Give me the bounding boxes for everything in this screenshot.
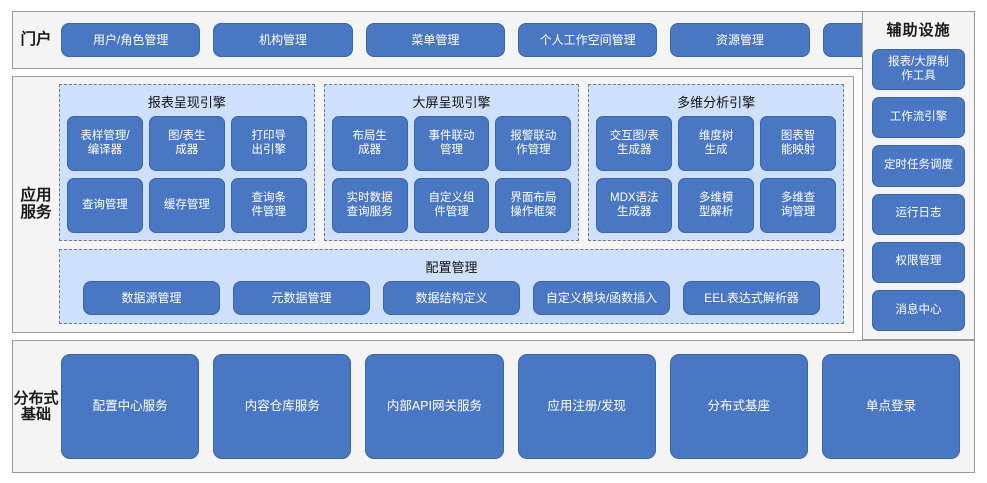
infra-item-config-center-service[interactable]: 配置中心服务 (61, 354, 200, 459)
config-management-items: 数据源管理 元数据管理 数据结构定义 自定义模块/函数插入 EEL表达式解析器 (69, 281, 834, 315)
config-item-data-structure-definition[interactable]: 数据结构定义 (383, 281, 520, 315)
multidim-item-interactive-chart-table-generator[interactable]: 交互图/表 生成器 (596, 116, 673, 171)
large-screen-item-event-linkage-management[interactable]: 事件联动 管理 (413, 116, 490, 171)
aux-item-permission-management[interactable]: 权限管理 (872, 241, 965, 283)
portal-item-org-management[interactable]: 机构管理 (213, 23, 353, 57)
config-management-title: 配置管理 (425, 260, 478, 275)
engine-group-large-screen-title: 大屏呈现引擎 (412, 95, 491, 110)
report-item-chart-table-generator[interactable]: 图/表生 成器 (148, 116, 225, 171)
infra-item-app-registration-discovery[interactable]: 应用注册/发现 (517, 354, 656, 459)
aux-item-report-dashboard-authoring-tool[interactable]: 报表/大屏制 作工具 (872, 49, 965, 91)
aux-item-message-center[interactable]: 消息中心 (872, 289, 965, 332)
infrastructure-button-list: 配置中心服务 内容仓库服务 内部API网关服务 应用注册/发现 分布式基座 单点… (59, 341, 974, 472)
report-item-query-condition-management[interactable]: 查询条 件管理 (230, 178, 307, 233)
multidim-item-chart-smart-mapping[interactable]: 图表智 能映射 (760, 116, 837, 171)
config-item-metadata-management[interactable]: 元数据管理 (233, 281, 370, 315)
application-service-panel: 应用服务 报表呈现引擎 表样管理/ 编译器 图/表生 成器 打印导 出引擎 查询… (12, 76, 854, 333)
engine-group-large-screen: 大屏呈现引擎 布局生 成器 事件联动 管理 报警联动 作管理 实时数据 查询服务… (323, 84, 580, 241)
report-item-print-export-engine[interactable]: 打印导 出引擎 (230, 116, 307, 171)
application-service-body: 报表呈现引擎 表样管理/ 编译器 图/表生 成器 打印导 出引擎 查询管理 缓存… (59, 77, 853, 332)
auxiliary-facilities-title: 辅助设施 (886, 22, 951, 39)
auxiliary-facilities-panel: 辅助设施 报表/大屏制 作工具 工作流引擎 定时任务调度 运行日志 权限管理 消… (862, 11, 975, 340)
engine-group-report-items: 表样管理/ 编译器 图/表生 成器 打印导 出引擎 查询管理 缓存管理 查询条 … (67, 116, 307, 233)
report-item-query-management[interactable]: 查询管理 (67, 178, 143, 233)
infra-item-internal-api-gateway-service[interactable]: 内部API网关服务 (365, 354, 504, 459)
aux-item-runtime-log[interactable]: 运行日志 (872, 193, 965, 235)
infra-item-distributed-base[interactable]: 分布式基座 (669, 354, 808, 459)
large-screen-item-custom-component-management[interactable]: 自定义组 件管理 (413, 178, 490, 233)
engine-group-report: 报表呈现引擎 表样管理/ 编译器 图/表生 成器 打印导 出引擎 查询管理 缓存… (59, 84, 315, 241)
portal-item-personal-workspace-management[interactable]: 个人工作空间管理 (517, 23, 658, 57)
config-item-eel-expression-parser[interactable]: EEL表达式解析器 (683, 281, 820, 315)
infrastructure-panel: 分布式基础 配置中心服务 内容仓库服务 内部API网关服务 应用注册/发现 分布… (12, 340, 975, 473)
engine-group-report-title: 报表呈现引擎 (147, 95, 226, 110)
application-service-section-label: 应用服务 (20, 187, 52, 221)
portal-button-list: 用户/角色管理 机构管理 菜单管理 个人工作空间管理 资源管理 自助分析 (59, 12, 974, 68)
multidim-item-mdx-syntax-generator[interactable]: MDX语法 生成器 (596, 178, 673, 233)
engine-group-multidimensional: 多维分析引擎 交互图/表 生成器 维度树 生成 图表智 能映射 MDX语法 生成… (588, 84, 845, 241)
multidim-item-multidim-query-management[interactable]: 多维查 询管理 (760, 178, 837, 233)
infra-item-single-sign-on[interactable]: 单点登录 (821, 354, 961, 459)
portal-item-resource-management[interactable]: 资源管理 (670, 23, 810, 57)
config-item-custom-module-function-insert[interactable]: 自定义模块/函数插入 (533, 281, 670, 315)
portal-item-menu-management[interactable]: 菜单管理 (365, 23, 505, 57)
config-item-datasource-management[interactable]: 数据源管理 (83, 281, 220, 315)
portal-panel: 门户 用户/角色管理 机构管理 菜单管理 个人工作空间管理 资源管理 自助分析 (12, 11, 975, 69)
report-item-template-management-compiler[interactable]: 表样管理/ 编译器 (67, 116, 143, 171)
infrastructure-section-label: 分布式基础 (13, 389, 59, 423)
aux-item-workflow-engine[interactable]: 工作流引擎 (872, 97, 965, 139)
engine-group-multidimensional-title: 多维分析引擎 (677, 95, 756, 110)
config-management-group: 配置管理 数据源管理 元数据管理 数据结构定义 自定义模块/函数插入 EEL表达… (59, 249, 844, 324)
large-screen-item-realtime-data-query-service[interactable]: 实时数据 查询服务 (331, 178, 408, 233)
infra-item-content-repository-service[interactable]: 内容仓库服务 (213, 354, 352, 459)
engine-groups-row: 报表呈现引擎 表样管理/ 编译器 图/表生 成器 打印导 出引擎 查询管理 缓存… (59, 84, 845, 241)
report-item-cache-management[interactable]: 缓存管理 (148, 178, 225, 233)
engine-group-large-screen-items: 布局生 成器 事件联动 管理 报警联动 作管理 实时数据 查询服务 自定义组 件… (331, 116, 572, 233)
large-screen-item-layout-generator[interactable]: 布局生 成器 (331, 116, 408, 171)
multidim-item-multidim-model-parsing[interactable]: 多维模 型解析 (678, 178, 755, 233)
large-screen-item-ui-layout-operation-framework[interactable]: 界面布局 操作框架 (495, 178, 572, 233)
portal-row: 门户 用户/角色管理 机构管理 菜单管理 个人工作空间管理 资源管理 自助分析 (12, 11, 975, 69)
portal-section-label: 门户 (20, 30, 52, 48)
large-screen-item-alarm-linkage-action-management[interactable]: 报警联动 作管理 (495, 116, 572, 171)
aux-item-scheduled-task-scheduling[interactable]: 定时任务调度 (872, 145, 965, 187)
portal-item-user-role-management[interactable]: 用户/角色管理 (61, 23, 201, 57)
engine-group-multidimensional-items: 交互图/表 生成器 维度树 生成 图表智 能映射 MDX语法 生成器 多维模 型… (596, 116, 837, 233)
multidim-item-dimension-tree-generation[interactable]: 维度树 生成 (678, 116, 755, 171)
